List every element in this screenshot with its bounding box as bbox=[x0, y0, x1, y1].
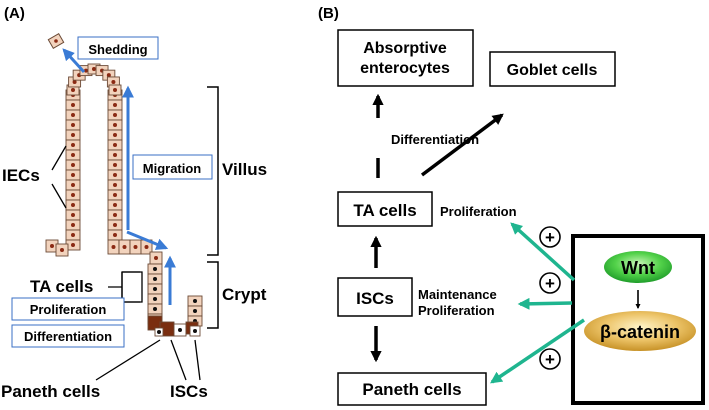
epithelium-cells bbox=[45, 63, 203, 337]
svg-text:+: + bbox=[545, 350, 555, 369]
plus-circle-2: + bbox=[539, 272, 561, 294]
crypt-bracket bbox=[207, 261, 219, 329]
ta-cells-label-b: TA cells bbox=[353, 201, 416, 220]
absorptive-label-1: Absorptive bbox=[363, 40, 447, 57]
wnt-label: Wnt bbox=[621, 258, 655, 278]
migration-turn-arrow bbox=[126, 230, 169, 250]
plus-circle-3: + bbox=[539, 348, 561, 370]
absorptive-label-2: enterocytes bbox=[360, 60, 450, 77]
paneth-cells-label-a: Paneth cells bbox=[1, 382, 100, 401]
iscs-label-a: ISCs bbox=[170, 382, 208, 401]
shedding-label: Shedding bbox=[88, 42, 147, 57]
differentiation-label-b: Differentiation bbox=[391, 132, 479, 147]
differentiation-label-a: Differentiation bbox=[24, 329, 112, 344]
goblet-cells-label: Goblet cells bbox=[507, 62, 598, 79]
shedding-box bbox=[77, 36, 159, 60]
diff-arrow-goblet bbox=[420, 113, 504, 177]
iecs-pointer bbox=[51, 145, 67, 209]
maintenance-label: Maintenance bbox=[418, 287, 497, 302]
iecs-label: IECs bbox=[2, 166, 40, 185]
paneth-pointer bbox=[95, 339, 161, 381]
iscs-pointer bbox=[170, 339, 201, 381]
paneth-cells-label-b: Paneth cells bbox=[362, 380, 461, 399]
panel-a-label: (A) bbox=[4, 5, 25, 22]
proliferation-label-a: Proliferation bbox=[30, 302, 107, 317]
panel-b-label: (B) bbox=[318, 5, 339, 22]
iscs-box bbox=[337, 277, 413, 317]
svg-text:+: + bbox=[545, 274, 555, 293]
iscs-label-b: ISCs bbox=[356, 289, 394, 308]
differentiation-box-a bbox=[11, 324, 125, 348]
shedding-arrow bbox=[62, 48, 86, 74]
absorptive-enterocytes-box bbox=[337, 29, 474, 87]
crypt-label: Crypt bbox=[222, 285, 267, 304]
wnt-ellipse bbox=[604, 251, 672, 283]
ta-cells-box bbox=[337, 191, 433, 227]
beta-catenin-label: β-catenin bbox=[600, 322, 680, 342]
migration-box bbox=[132, 154, 213, 180]
plus-circle-1: + bbox=[539, 226, 561, 248]
paneth-cells-box bbox=[337, 372, 487, 406]
teal-arrow-isc bbox=[517, 297, 573, 310]
svg-text:+: + bbox=[545, 228, 555, 247]
goblet-cells-box bbox=[489, 51, 616, 87]
teal-arrow-paneth bbox=[490, 318, 585, 384]
shed-cell bbox=[47, 32, 65, 50]
teal-arrow-ta bbox=[510, 222, 576, 282]
proliferation2-label: Proliferation bbox=[418, 303, 495, 318]
beta-catenin-ellipse bbox=[584, 311, 696, 351]
villus-bracket bbox=[207, 86, 219, 256]
migration-label: Migration bbox=[143, 161, 202, 176]
proliferation-box-a bbox=[11, 297, 125, 321]
proliferation-label-b: Proliferation bbox=[440, 204, 517, 219]
villus-label: Villus bbox=[222, 160, 267, 179]
ta-cells-label-a: TA cells bbox=[30, 277, 93, 296]
